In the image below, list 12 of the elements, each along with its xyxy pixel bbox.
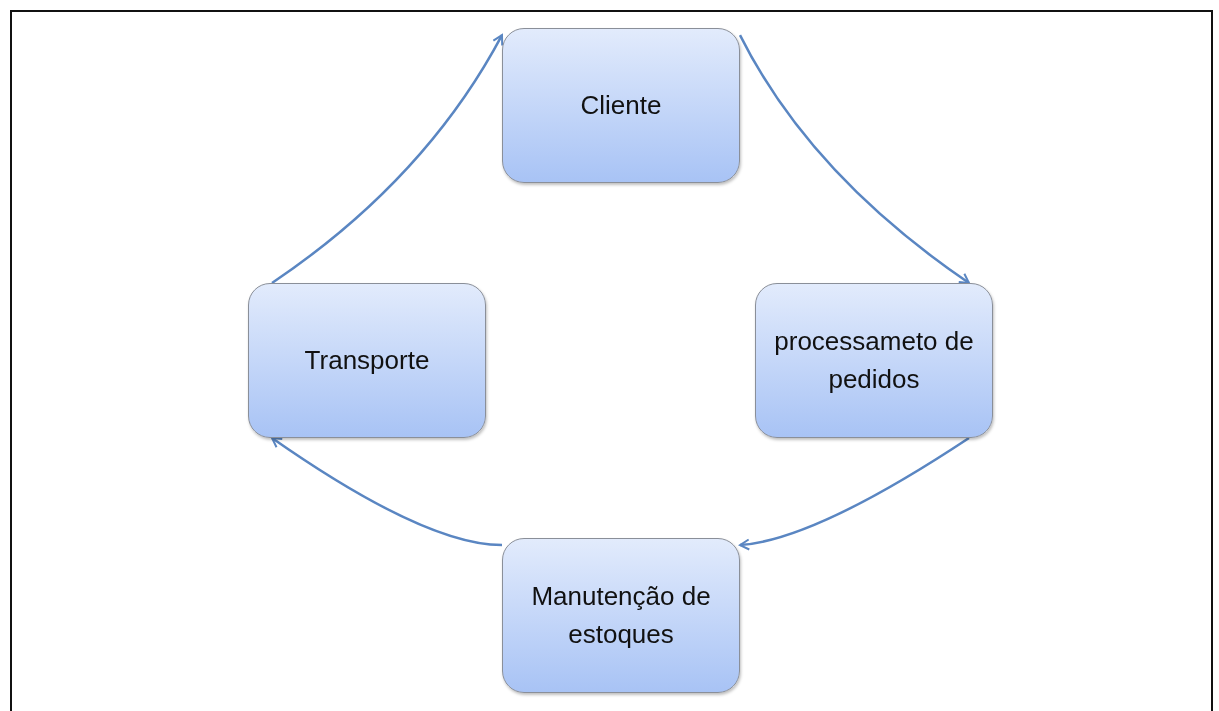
box-label: Transporte	[304, 343, 430, 377]
box-label: processameto de pedidos	[773, 324, 975, 396]
process-box	[755, 283, 993, 438]
process-box	[502, 538, 740, 693]
curved-arrow	[271, 34, 504, 285]
box-label: Manutenção de estoques	[530, 579, 712, 651]
curved-arrow	[739, 436, 970, 550]
box-label: Cliente	[580, 88, 662, 122]
process-box	[248, 283, 486, 438]
process-box	[502, 28, 740, 183]
curved-arrow	[271, 436, 503, 547]
curved-arrow	[738, 34, 970, 285]
